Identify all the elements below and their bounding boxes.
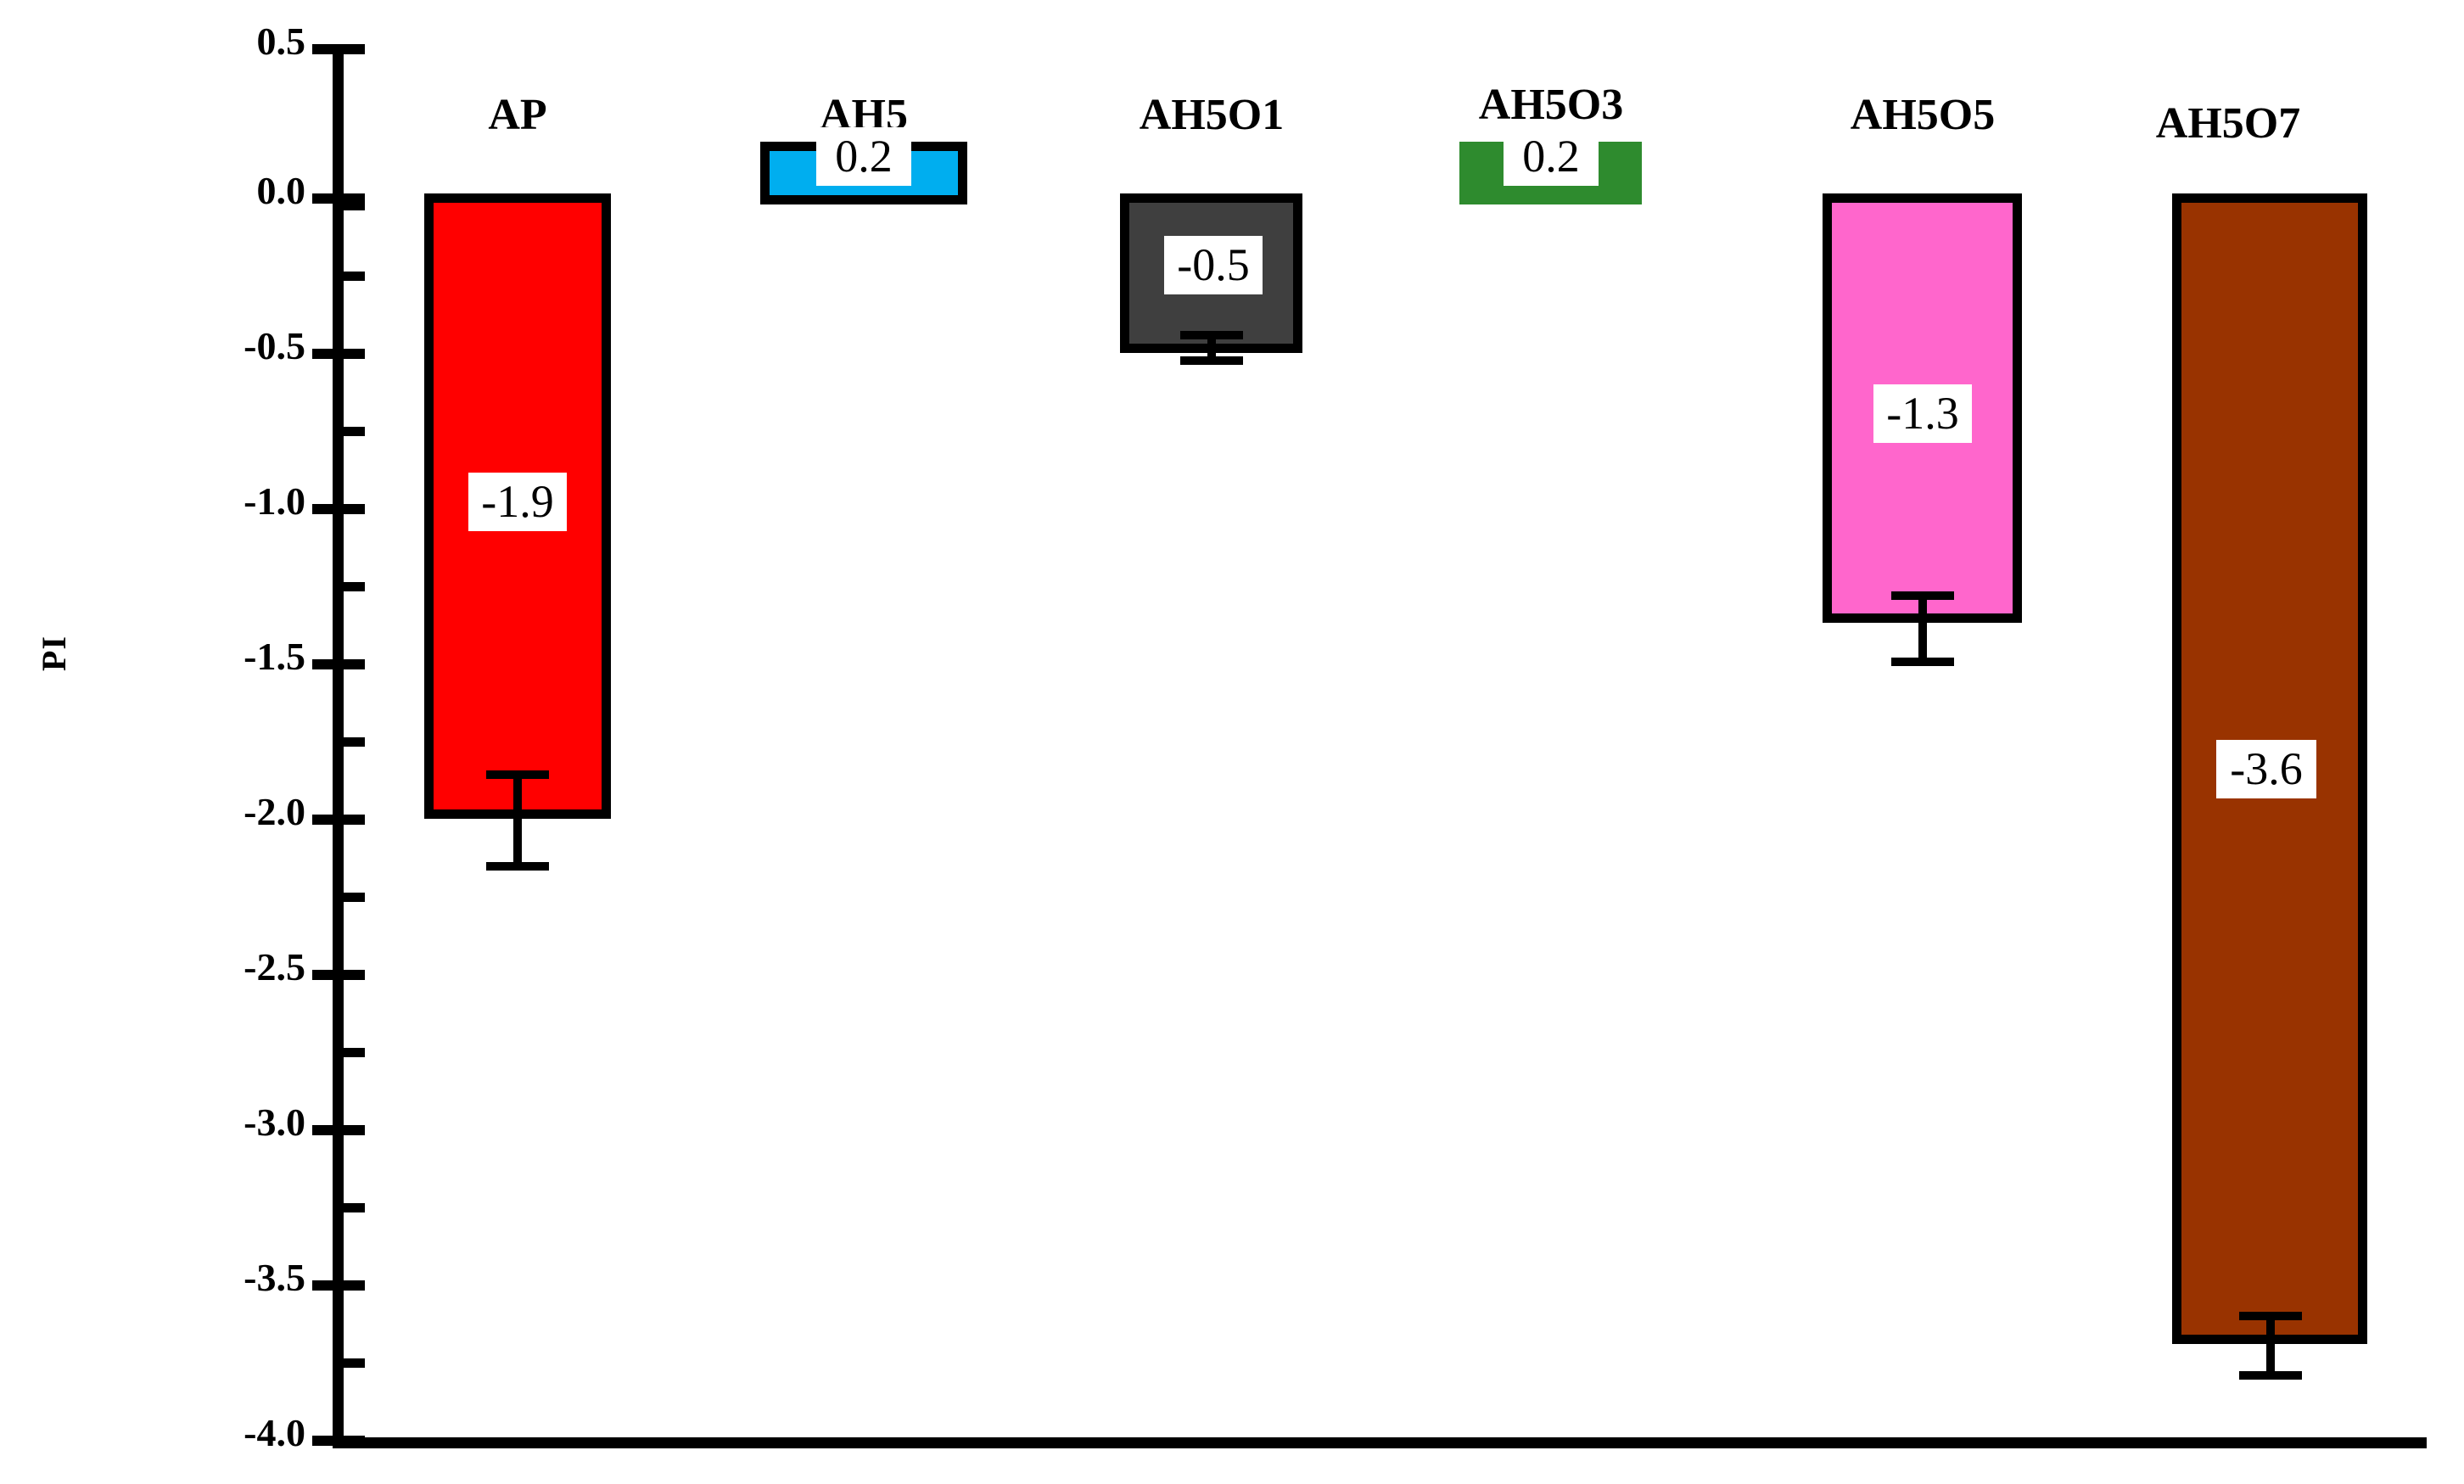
y-tick-major-7 bbox=[312, 1125, 365, 1135]
y-tick-label-9: -4.0 bbox=[244, 1411, 305, 1454]
y-tick-minor-7 bbox=[339, 1203, 365, 1212]
bar-ap[interactable] bbox=[424, 193, 611, 819]
error-bar-cap-top bbox=[1891, 591, 1954, 600]
y-tick-minor-1 bbox=[339, 272, 365, 281]
value-label-ah5: 0.2 bbox=[816, 127, 911, 186]
y-axis-line bbox=[333, 44, 344, 1448]
error-bar-cap-bottom bbox=[2239, 1371, 2302, 1380]
y-tick-major-3 bbox=[312, 504, 365, 514]
error-bar-ap bbox=[475, 770, 560, 871]
value-label-ah5o1: -0.5 bbox=[1164, 236, 1263, 294]
y-tick-label-2: -0.5 bbox=[244, 324, 305, 367]
y-tick-minor-0 bbox=[339, 201, 365, 210]
category-label-ah5o1: AH5O1 bbox=[1139, 91, 1285, 139]
category-label-ah5o5: AH5O5 bbox=[1850, 91, 1996, 139]
error-bar-ah5o7 bbox=[2228, 1312, 2313, 1380]
y-tick-major-9 bbox=[312, 1436, 365, 1446]
category-label-ah5o7: AH5O7 bbox=[2155, 99, 2301, 148]
y-tick-major-5 bbox=[312, 815, 365, 825]
y-tick-label-7: -3.0 bbox=[244, 1100, 305, 1144]
y-tick-label-8: -3.5 bbox=[244, 1256, 305, 1299]
y-tick-label-1: 0.0 bbox=[256, 169, 306, 212]
y-tick-minor-2 bbox=[339, 427, 365, 436]
error-bar-cap-top bbox=[1180, 331, 1243, 339]
y-tick-major-1 bbox=[312, 193, 365, 204]
error-bar-stem bbox=[1918, 591, 1927, 666]
y-tick-minor-8 bbox=[339, 1358, 365, 1368]
error-bar-cap-bottom bbox=[1180, 356, 1243, 365]
error-bar-cap-bottom bbox=[1891, 658, 1954, 666]
y-tick-major-8 bbox=[312, 1280, 365, 1291]
value-label-ah5o3: 0.2 bbox=[1504, 127, 1599, 186]
value-label-ah5o5: -1.3 bbox=[1873, 384, 1972, 443]
error-bar-stem bbox=[513, 770, 522, 871]
error-bar-cap-top bbox=[486, 770, 549, 779]
category-label-ap: AP bbox=[488, 91, 547, 139]
y-tick-label-3: -1.0 bbox=[244, 479, 305, 523]
y-tick-major-0 bbox=[312, 44, 365, 54]
error-bar-cap-top bbox=[2239, 1312, 2302, 1320]
category-label-ah5o3: AH5O3 bbox=[1478, 81, 1624, 129]
x-axis-line bbox=[333, 1437, 2427, 1448]
value-label-ap: -1.9 bbox=[468, 473, 567, 531]
y-tick-major-2 bbox=[312, 349, 365, 359]
error-bar-ah5o5 bbox=[1880, 591, 1965, 666]
y-tick-major-4 bbox=[312, 659, 365, 669]
error-bar-stem bbox=[1207, 331, 1216, 365]
y-tick-minor-6 bbox=[339, 1048, 365, 1057]
y-tick-label-0: 0.5 bbox=[256, 20, 306, 63]
y-tick-minor-4 bbox=[339, 737, 365, 747]
value-label-ah5o7: -3.6 bbox=[2216, 740, 2316, 798]
y-tick-minor-3 bbox=[339, 582, 365, 591]
error-bar-ah5o1 bbox=[1169, 331, 1254, 365]
y-tick-label-5: -2.0 bbox=[244, 790, 305, 833]
error-bar-cap-bottom bbox=[486, 862, 549, 871]
y-tick-major-6 bbox=[312, 970, 365, 980]
error-bar-stem bbox=[2266, 1312, 2275, 1380]
y-tick-label-6: -2.5 bbox=[244, 945, 305, 988]
y-axis-title: PI bbox=[35, 636, 73, 671]
y-tick-label-4: -1.5 bbox=[244, 635, 305, 678]
y-tick-minor-5 bbox=[339, 893, 365, 902]
